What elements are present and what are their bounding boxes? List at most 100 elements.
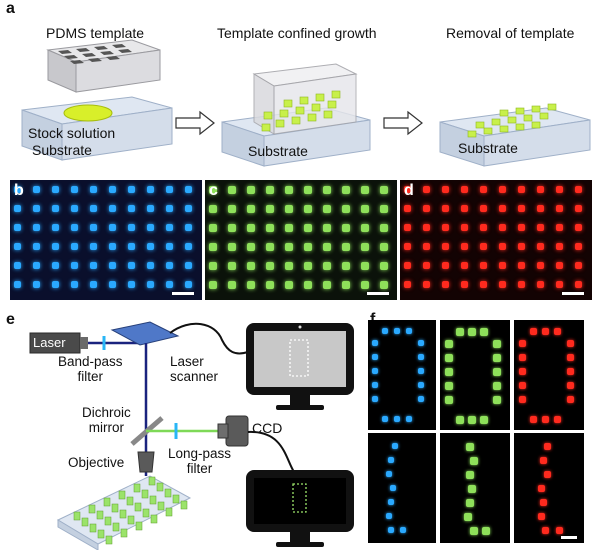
- micro-dot: [247, 205, 255, 213]
- pattern-dot: [542, 416, 549, 423]
- micro-dot: [285, 262, 293, 270]
- pattern-dot: [544, 443, 551, 450]
- micro-dot: [33, 224, 40, 231]
- micro-dot: [342, 186, 350, 194]
- micro-dot: [575, 224, 582, 231]
- sample-crystal: [164, 488, 172, 498]
- sample-crystal: [142, 508, 150, 518]
- micro-dot: [537, 205, 544, 212]
- micro-dot: [323, 243, 331, 251]
- pattern-dot: [542, 328, 549, 335]
- micro-dot: [285, 186, 293, 194]
- micro-dot: [442, 205, 449, 212]
- micro-dot: [90, 262, 97, 269]
- micro-dot: [247, 224, 255, 232]
- pattern-blue-line: [368, 433, 436, 543]
- micro-dot: [109, 281, 116, 288]
- micro-dot: [404, 186, 411, 193]
- micro-dot: [147, 205, 154, 212]
- pattern-dot: [540, 499, 547, 506]
- micro-dot: [285, 205, 293, 213]
- pattern-dot: [542, 527, 549, 534]
- micro-dot: [185, 262, 192, 269]
- pattern-dot: [388, 527, 394, 533]
- micro-dot: [14, 243, 21, 250]
- micro-dot: [33, 186, 40, 193]
- pattern-dot: [556, 527, 563, 534]
- process-arrow-2: [383, 110, 423, 136]
- micro-dot: [361, 224, 369, 232]
- micro-dot: [166, 186, 173, 193]
- pattern-dot: [519, 382, 526, 389]
- pattern-dot: [468, 485, 476, 493]
- micro-dot: [342, 205, 350, 213]
- process-arrow-1: [175, 110, 215, 136]
- pattern-dot: [406, 328, 412, 334]
- pattern-dot: [466, 443, 474, 451]
- micro-dot: [71, 281, 78, 288]
- micro-dot: [518, 205, 525, 212]
- pattern-dot: [567, 354, 574, 361]
- micro-dot: [209, 224, 217, 232]
- micro-dot: [128, 243, 135, 250]
- micro-dot: [380, 262, 388, 270]
- pattern-dot: [567, 382, 574, 389]
- step1-title: PDMS template: [46, 25, 145, 41]
- pattern-dot: [445, 382, 453, 390]
- sample-crystal: [111, 503, 119, 513]
- micro-dot: [304, 205, 312, 213]
- micro-dot: [499, 186, 506, 193]
- micro-dot: [128, 262, 135, 269]
- pattern-dot: [482, 527, 490, 535]
- micro-dot: [304, 243, 312, 251]
- micro-dot: [442, 243, 449, 250]
- micro-dot: [556, 243, 563, 250]
- micro-dot: [266, 243, 274, 251]
- micro-dot: [33, 205, 40, 212]
- micro-dot: [499, 262, 506, 269]
- pattern-green-line: [440, 433, 510, 543]
- micro-dot: [537, 281, 544, 288]
- micro-dot: [147, 224, 154, 231]
- pattern-dot: [480, 416, 488, 424]
- micro-dot: [228, 224, 236, 232]
- step2-substrate-label: Substrate: [248, 143, 308, 159]
- sample-crystal: [97, 529, 105, 539]
- pattern-dot: [386, 513, 392, 519]
- step3-substrate-label: Substrate: [458, 140, 518, 156]
- micro-dot: [423, 224, 430, 231]
- micro-dot: [342, 224, 350, 232]
- micro-dot: [128, 205, 135, 212]
- micro-dot: [404, 205, 411, 212]
- micro-dot: [266, 205, 274, 213]
- micro-dot: [285, 243, 293, 251]
- micro-dot: [128, 186, 135, 193]
- sample-crystal: [105, 535, 113, 545]
- monitor-bottom: [246, 470, 354, 547]
- micro-dot: [537, 243, 544, 250]
- micro-dot: [228, 205, 236, 213]
- micro-dot: [323, 205, 331, 213]
- step2-title: Template confined growth: [217, 25, 377, 41]
- crystal-array: [467, 103, 557, 138]
- micro-dot: [33, 262, 40, 269]
- pdms-template-block: [46, 39, 161, 93]
- micro-dot: [480, 186, 487, 193]
- micro-dot: [380, 224, 388, 232]
- micro-dot: [247, 243, 255, 251]
- micro-dot: [185, 224, 192, 231]
- micro-dot: [228, 186, 236, 194]
- micro-dot: [480, 224, 487, 231]
- micro-dot: [185, 243, 192, 250]
- micro-dot: [209, 243, 217, 251]
- bandpass-label: Band-pass filter: [58, 354, 123, 384]
- pattern-dot: [394, 328, 400, 334]
- micro-dot: [461, 262, 468, 269]
- micro-dot: [33, 281, 40, 288]
- template-with-crystals: [252, 63, 358, 135]
- micro-dot: [361, 243, 369, 251]
- micro-dot: [209, 262, 217, 270]
- monitor-top: [246, 323, 354, 410]
- pattern-dot: [493, 354, 501, 362]
- sample-crystal: [89, 523, 97, 533]
